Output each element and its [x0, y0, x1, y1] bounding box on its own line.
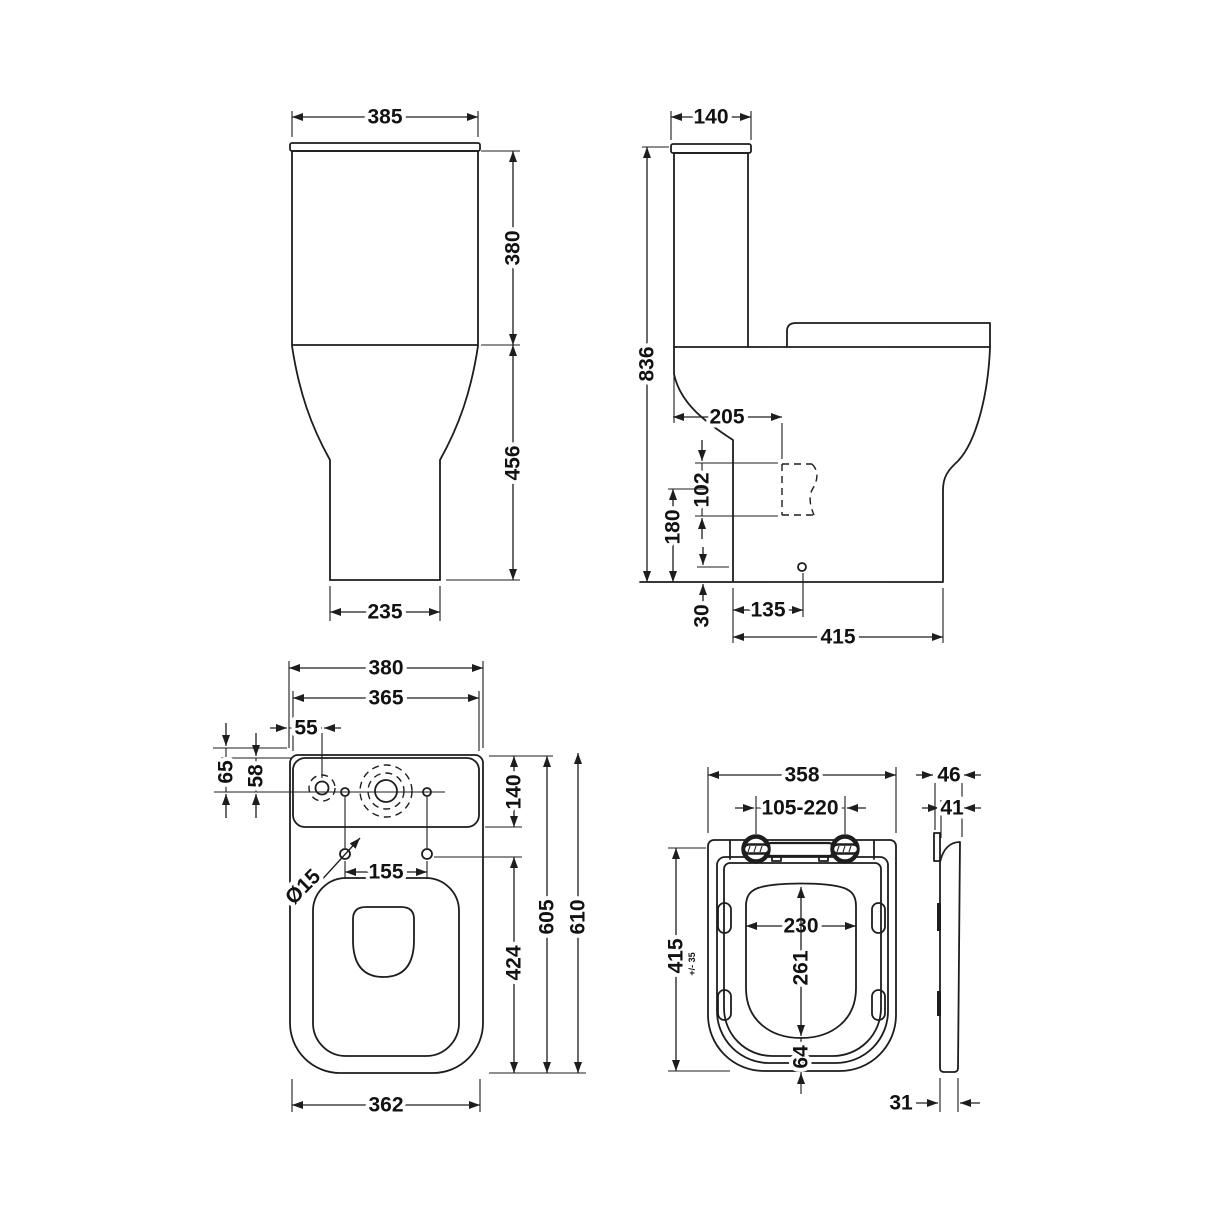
dim-inlet-centre-inner: 58	[245, 764, 268, 788]
front-view: 385 380 456 235	[289, 102, 529, 628]
ext-hinge-adjustment	[755, 796, 846, 834]
dim-overall-height: 836	[636, 346, 659, 381]
rim-plan-outline	[312, 877, 460, 1057]
seat-hinge-tab-profile	[933, 832, 941, 862]
dim-cistern-depth: 140	[693, 106, 728, 129]
pan-footprint-outline	[289, 754, 484, 1074]
seat-bumper-bottom-right	[871, 989, 886, 1021]
dim-outlet-centre-height: 180	[662, 509, 685, 544]
ext-65-58	[213, 747, 292, 759]
dim-cistern-width-plan: 365	[368, 687, 403, 710]
plan-view: 380 365 55 65 58 140 424 605 610 362	[211, 653, 594, 1121]
dim-side-depth-mid: 41	[940, 797, 964, 820]
ext-424-605-610	[434, 856, 586, 1074]
dim-opening-length: 261	[790, 950, 813, 985]
dim-bowl-length: 605	[536, 899, 559, 934]
hinge-foot-left	[771, 855, 782, 862]
cistern-fixing-hole-right	[422, 787, 432, 797]
cistern-lid-side	[670, 143, 752, 154]
pan-back-outline	[673, 346, 734, 582]
dim-front-width: 362	[368, 1094, 403, 1117]
dim-outlet-height: 102	[691, 472, 714, 507]
hinge-bar	[765, 841, 835, 858]
ext-380-plan	[288, 661, 484, 748]
flush-button	[374, 779, 398, 803]
dim-side-depth-top: 46	[937, 764, 960, 787]
dim-overall-depth: 415	[820, 626, 855, 649]
seat-fixing-hole-left	[339, 848, 351, 860]
dim-seat-width: 358	[784, 764, 819, 787]
dim-overall-length: 610	[567, 899, 590, 934]
inlet-hole	[314, 780, 330, 796]
pan-front-outline	[942, 347, 991, 582]
dim-cistern-width: 385	[367, 106, 402, 129]
cistern-lid-front	[289, 142, 481, 152]
bumper-profile-bottom	[937, 991, 941, 1016]
dim-hinge-to-front: 424	[503, 945, 526, 980]
seat-opening-outline	[745, 882, 857, 1039]
dim-bowl-height: 456	[502, 445, 525, 480]
seat-bumper-top-left	[717, 902, 732, 934]
pan-left-outline	[291, 345, 331, 581]
side-fixing-hole	[797, 562, 807, 572]
seat-ring-inner	[723, 862, 882, 1057]
ext-140-plan	[485, 755, 553, 828]
seat-bumper-top-right	[871, 902, 886, 934]
dim-overall-width: 380	[368, 657, 403, 680]
cistern-body-side	[673, 152, 749, 348]
hinge-slot-left	[742, 843, 771, 855]
ext-31	[939, 1078, 959, 1112]
inlet-hole-hidden	[308, 774, 336, 802]
hinge-slot-hatch	[747, 845, 852, 853]
dim-front-rim: 64	[790, 1045, 813, 1069]
hinge-foot-right	[818, 855, 829, 862]
dim-hinge-adjustment: 105-220	[761, 797, 838, 820]
waste-outlet-hidden	[781, 463, 818, 516]
dim-base-width: 235	[367, 601, 402, 624]
dim-cistern-height: 380	[502, 230, 525, 265]
dim-inlet-centre-outer: 65	[215, 760, 238, 784]
dim-cistern-depth-plan: 140	[503, 774, 526, 809]
dim-fixing-hole-spacing: 155	[368, 861, 403, 884]
seat-ring-outer	[716, 856, 889, 1064]
flush-button-mid-hidden	[367, 772, 405, 810]
dim-side-thickness: 31	[889, 1092, 913, 1115]
seat-outer-outline	[707, 839, 897, 1072]
bumper-profile-top	[937, 903, 941, 931]
bowl-opening-plan	[352, 906, 415, 978]
seat-side-profile	[939, 841, 961, 1073]
dim-fixing-hole-diameter: Ø15	[281, 865, 326, 910]
dim-fixing-hole-offset: 135	[750, 599, 785, 622]
hinge-slot-right	[831, 843, 860, 855]
cistern-body-front	[291, 150, 479, 346]
leader-hole-diameter	[317, 837, 361, 885]
seat-profile-side	[786, 322, 991, 348]
flush-button-outer-hidden	[359, 764, 413, 818]
side-view: 140 836 205 102 180 30 135 415	[632, 102, 991, 653]
dim-seat-length-tolerance: +/- 35	[687, 952, 697, 975]
dim-fixing-hole-height: 30	[691, 604, 714, 627]
dim-outlet-projection: 205	[709, 406, 744, 429]
pan-right-outline	[439, 345, 479, 581]
seat-fixing-hole-right	[421, 848, 433, 860]
seat-bumper-bottom-left	[717, 989, 732, 1021]
ext-102	[695, 462, 778, 517]
cistern-fixing-hole-left	[340, 787, 350, 797]
dim-seat-length: 415	[665, 938, 688, 973]
dim-inlet-offset: 55	[294, 717, 318, 740]
seat-view: 358 105-220 415 +/- 35 230 261 64 46 41	[661, 760, 981, 1119]
